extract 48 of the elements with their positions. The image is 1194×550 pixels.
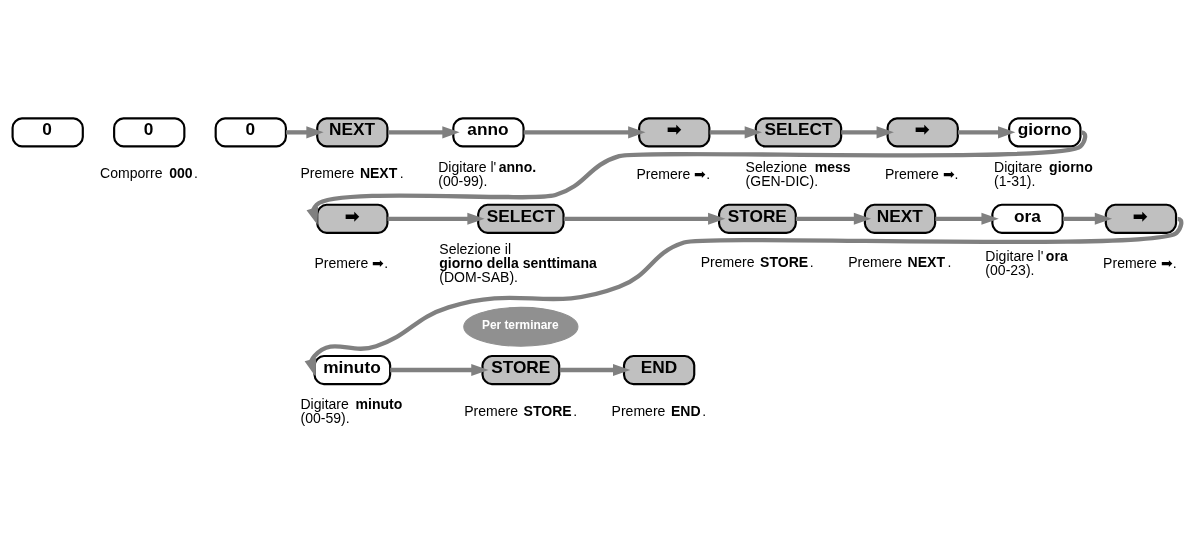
node-label: Premere ➡. xyxy=(314,254,389,271)
node-label: Digitare giorno (1-31). xyxy=(994,158,1093,189)
node-box: END xyxy=(622,354,696,385)
node-box: NEXT xyxy=(316,116,389,147)
node-label: Selezione mess (GEN-DIC). xyxy=(745,158,851,189)
node-ellipse: Per terminare xyxy=(463,306,579,347)
node-label: Digitare l'ora (00-23). xyxy=(985,247,1068,278)
node-box: SELECT xyxy=(477,203,565,234)
arrow xyxy=(958,125,1016,138)
node-box: minuto xyxy=(313,354,392,385)
node-box: anno xyxy=(452,116,525,147)
node-label: Premere STORE. xyxy=(464,402,578,419)
node-box: STORE xyxy=(718,203,797,234)
arrow xyxy=(390,363,489,376)
node-box: ➡ xyxy=(1104,203,1178,234)
node-label: Digitare minuto (00-59). xyxy=(300,395,403,426)
node-box: SELECT xyxy=(754,116,843,147)
node-label: Premere ➡. xyxy=(1103,254,1177,271)
arrow xyxy=(563,212,726,225)
node-label: Premere END. xyxy=(611,402,707,419)
node-box: ora xyxy=(991,203,1064,234)
node-box: ➡ xyxy=(638,116,711,147)
node-box: 0 xyxy=(11,116,84,147)
node-label: Selezione il giorno della senttimana (DOM-SAB). xyxy=(439,240,597,285)
node-label: Premere ➡. xyxy=(636,165,711,182)
arrow xyxy=(286,125,324,138)
node-label: Premere ➡. xyxy=(884,165,959,182)
node-box: NEXT xyxy=(863,203,937,234)
node-label: Premere STORE. xyxy=(700,253,814,270)
node-box: ➡ xyxy=(316,203,389,234)
node-label: Premere NEXT. xyxy=(848,253,952,270)
node-label: Premere NEXT. xyxy=(300,164,404,181)
arrow xyxy=(387,212,485,225)
node-label: Digitare l'anno. (00-99). xyxy=(438,158,537,189)
node-box: 0 xyxy=(214,116,287,147)
node-box: 0 xyxy=(113,116,186,147)
arrow xyxy=(523,125,646,138)
arrow xyxy=(387,125,460,138)
node-label: Comporre 000. xyxy=(100,164,198,181)
arrow xyxy=(709,125,762,138)
arrow xyxy=(795,212,872,225)
arrow xyxy=(935,212,999,225)
node-box: STORE xyxy=(481,354,561,385)
arrow xyxy=(841,125,894,138)
node-box: giorno xyxy=(1008,116,1082,147)
node-box: ➡ xyxy=(886,116,959,147)
arrow xyxy=(1062,212,1113,225)
arrow xyxy=(559,363,631,376)
